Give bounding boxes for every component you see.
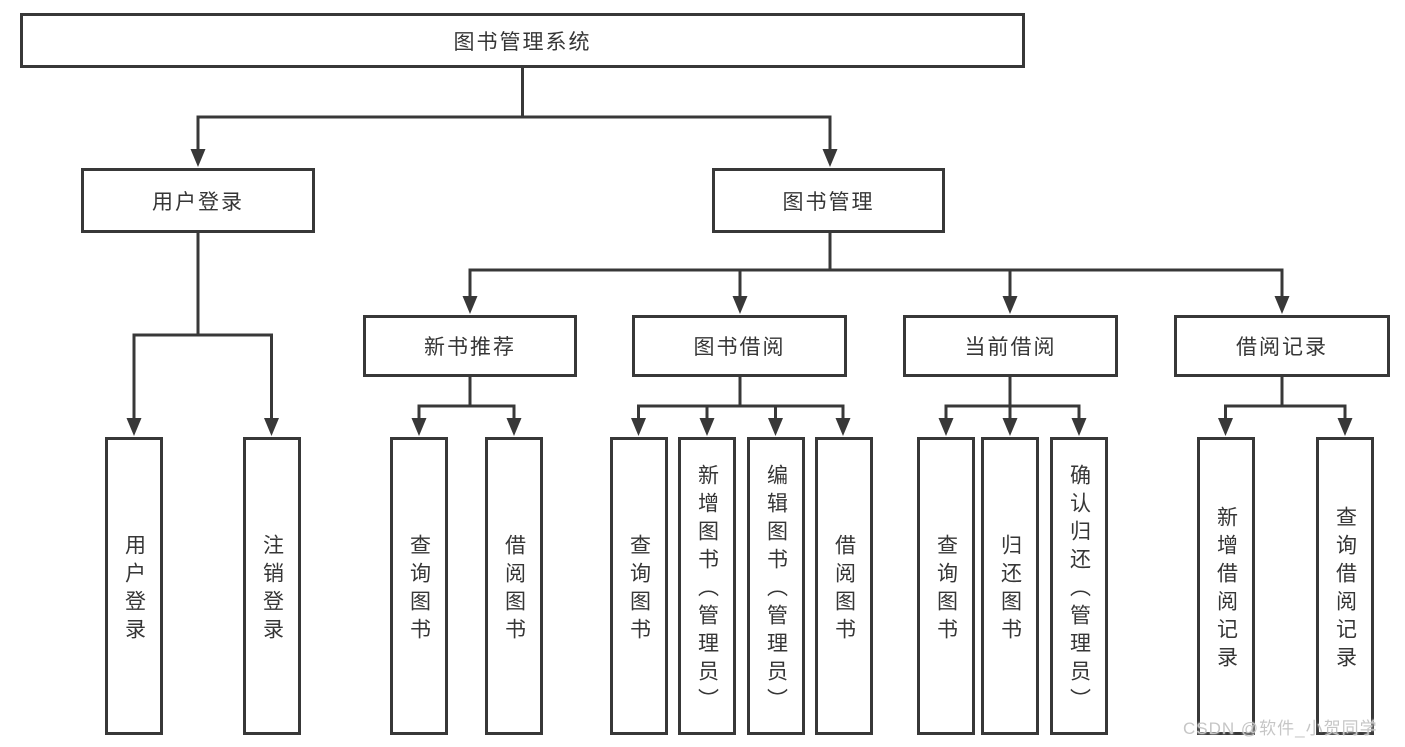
leaf-newbook-borrow-books-label: 借阅图书 [502, 533, 526, 646]
leaf-borrow-borrow-books: 借阅图书 [815, 437, 873, 735]
leaf-borrow-edit-books-label: 编辑图书（管理员） [764, 463, 788, 716]
leaf-records-query-record-label: 查询借阅记录 [1333, 505, 1357, 674]
leaf-current-confirm-return: 确认归还（管理员） [1050, 437, 1108, 735]
leaf-current-query-books-label: 查询图书 [934, 533, 958, 646]
connector-buses [132, 68, 1347, 424]
leaf-records-query-record: 查询借阅记录 [1316, 437, 1374, 735]
arrow-down-icon [1071, 418, 1087, 436]
node-new-book-recommend: 新书推荐 [363, 315, 577, 377]
arrowhead-icons [126, 149, 1353, 436]
leaf-records-add-record: 新增借阅记录 [1197, 437, 1255, 735]
arrow-down-icon [768, 418, 783, 436]
leaf-logout: 注销登录 [243, 437, 301, 735]
node-new-book-recommend-label: 新书推荐 [424, 336, 516, 359]
arrow-down-icon [631, 418, 646, 436]
node-root: 图书管理系统 [20, 13, 1025, 68]
node-book-borrow: 图书借阅 [632, 315, 847, 377]
leaf-borrow-add-books-label: 新增图书（管理员） [695, 463, 719, 716]
leaf-current-return-books: 归还图书 [981, 437, 1039, 735]
node-book-borrow-label: 图书借阅 [693, 336, 786, 359]
arrow-down-icon [190, 149, 206, 167]
arrow-down-icon [938, 418, 954, 436]
leaf-borrow-borrow-books-label: 借阅图书 [832, 533, 856, 646]
leaf-logout-label: 注销登录 [260, 533, 284, 646]
arrow-down-icon [126, 418, 142, 436]
arrow-down-icon [506, 418, 522, 436]
node-borrow-records: 借阅记录 [1174, 315, 1390, 377]
leaf-newbook-borrow-books: 借阅图书 [485, 437, 543, 735]
leaf-borrow-query-books-label: 查询图书 [627, 533, 651, 646]
leaf-newbook-query-books: 查询图书 [390, 437, 448, 735]
leaf-borrow-edit-books: 编辑图书（管理员） [747, 437, 805, 735]
arrow-down-icon [699, 418, 715, 436]
csdn-watermark: CSDN @软件_小贺同学 [1183, 719, 1378, 738]
leaf-current-return-books-label: 归还图书 [998, 533, 1022, 646]
arrow-down-icon [1274, 296, 1290, 314]
arrow-down-icon [822, 149, 838, 167]
node-user-login: 用户登录 [81, 168, 315, 233]
leaf-current-confirm-return-label: 确认归还（管理员） [1067, 463, 1091, 716]
arrow-down-icon [732, 296, 748, 314]
node-root-label: 图书管理系统 [453, 30, 592, 54]
leaf-user-login: 用户登录 [105, 437, 163, 735]
arrow-down-icon [835, 418, 851, 436]
arrow-down-icon [411, 418, 427, 436]
arrow-down-icon [1002, 418, 1018, 436]
leaf-records-add-record-label: 新增借阅记录 [1214, 505, 1238, 674]
node-book-management-label: 图书管理 [782, 190, 875, 214]
leaf-newbook-query-books-label: 查询图书 [407, 533, 431, 646]
node-borrow-records-label: 借阅记录 [1236, 336, 1328, 359]
node-current-borrow-label: 当前借阅 [964, 336, 1057, 359]
leaf-borrow-add-books: 新增图书（管理员） [678, 437, 736, 735]
leaf-borrow-query-books: 查询图书 [610, 437, 668, 735]
leaf-current-query-books: 查询图书 [917, 437, 975, 735]
node-current-borrow: 当前借阅 [903, 315, 1118, 377]
arrow-down-icon [1337, 418, 1353, 436]
arrow-down-icon [264, 418, 279, 436]
arrow-down-icon [462, 296, 478, 314]
node-user-login-label: 用户登录 [152, 190, 244, 214]
node-book-management: 图书管理 [712, 168, 945, 233]
leaf-user-login-label: 用户登录 [122, 533, 146, 646]
arrow-down-icon [1002, 296, 1018, 314]
arrow-down-icon [1218, 418, 1233, 436]
